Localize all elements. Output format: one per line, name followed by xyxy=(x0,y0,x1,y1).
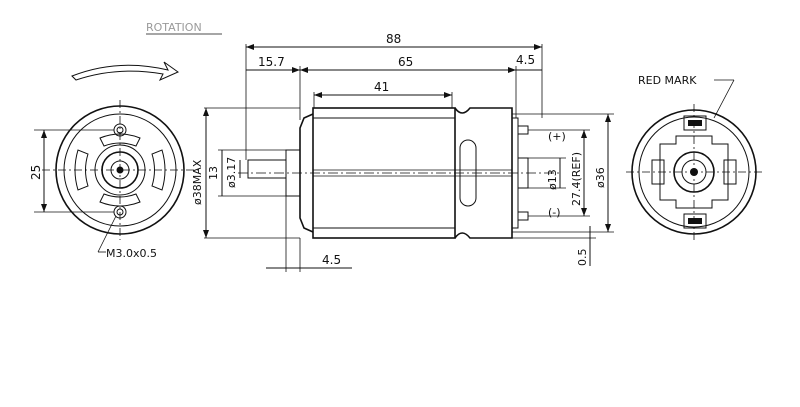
rotation-arrow-icon xyxy=(71,61,180,82)
front-view: 25 M3.0x0.5 xyxy=(29,100,198,260)
dim-width-label: 25 xyxy=(29,165,43,180)
arrow-38-bottom xyxy=(203,230,209,238)
dim-body-label: 65 xyxy=(398,55,413,69)
dim-ref-label: 27.4(REF) xyxy=(570,152,583,206)
arrow-88-left xyxy=(246,44,254,50)
terminal-minus xyxy=(517,211,529,221)
term-plus-label: (+) xyxy=(548,130,566,143)
arrow-38-top xyxy=(203,108,209,116)
rear-view: RED MARK xyxy=(626,74,762,240)
arrow-41-right xyxy=(444,92,452,98)
dim-shaft-label: 15.7 xyxy=(258,55,285,69)
dimension-arrows xyxy=(41,44,611,238)
rotation-title: ROTATION xyxy=(146,21,202,34)
rotation-indicator: ROTATION xyxy=(71,21,222,82)
rear-terminal-top-fill xyxy=(688,120,702,126)
dim-max-dia-label: ø38MAX xyxy=(191,159,204,205)
arrow-36-bottom xyxy=(605,224,611,232)
dim-terminal-label: 4.5 xyxy=(516,53,535,67)
arrow-25-top xyxy=(41,130,47,138)
screw-leader xyxy=(97,215,117,253)
rear-terminal-bottom-fill xyxy=(688,218,702,224)
arrow-ref-top xyxy=(581,130,587,138)
arrow-36-top xyxy=(605,114,611,122)
screw-note: M3.0x0.5 xyxy=(106,247,157,260)
front-slot-bottom xyxy=(99,193,141,207)
rear-terminal-top xyxy=(683,115,707,131)
side-view: 88 15.7 65 4.5 41 (+) xyxy=(191,32,614,272)
dim-overall-label: 88 xyxy=(386,32,401,46)
red-mark-label: RED MARK xyxy=(638,74,697,87)
terminal-plus xyxy=(517,125,529,135)
arrow-41-left xyxy=(314,92,322,98)
front-slot-top xyxy=(99,133,141,147)
dim-dia-label: ø36 xyxy=(594,167,607,188)
red-mark-leader xyxy=(713,79,735,119)
arrow-ref-bottom xyxy=(581,208,587,216)
arrow-15-7-right xyxy=(292,67,300,73)
front-slot-left xyxy=(74,149,89,191)
motor-shaft xyxy=(247,159,287,179)
arrow-65-left xyxy=(300,67,308,73)
arrow-88-right xyxy=(534,44,542,50)
dim-bearing-label: ø13 xyxy=(546,169,559,190)
rear-brush-plate xyxy=(659,135,729,209)
dim-center-label: 13 xyxy=(207,166,220,180)
rear-terminal-bottom xyxy=(683,213,707,229)
dim-shaft-dia-label: ø3.17 xyxy=(225,157,238,188)
arrow-25-bottom xyxy=(41,204,47,212)
dim-can-label: 41 xyxy=(374,80,389,94)
front-slot-right xyxy=(151,149,166,191)
dim-offset-label: 0.5 xyxy=(576,249,589,267)
term-minus-label: (-) xyxy=(548,206,561,219)
dim-boss-label: 4.5 xyxy=(322,253,341,267)
rear-bearing-boss xyxy=(517,157,529,189)
arrow-65-right xyxy=(508,67,516,73)
